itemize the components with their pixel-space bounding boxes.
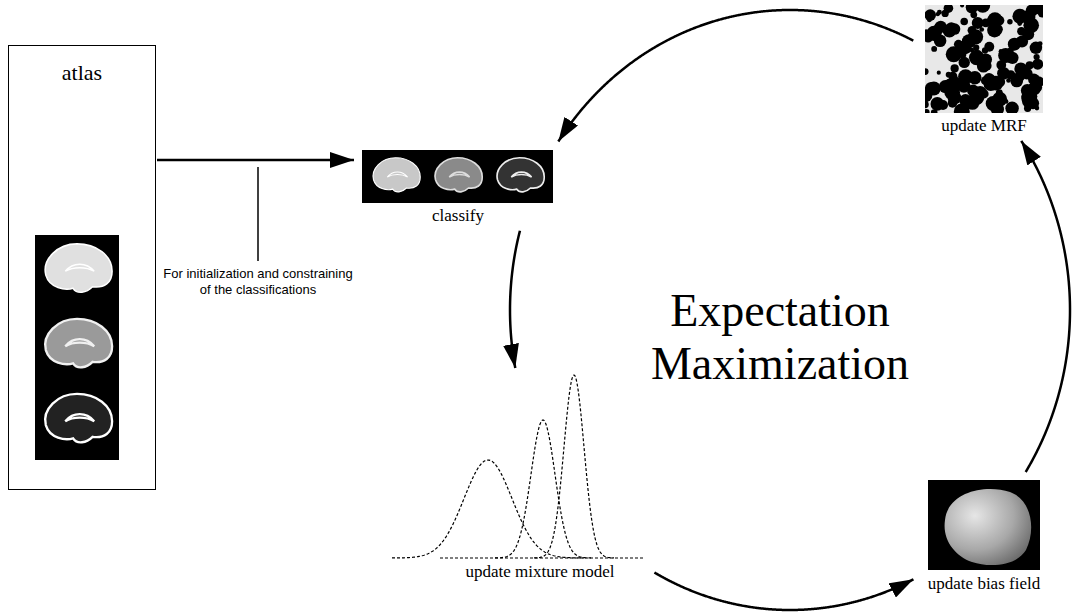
mrf-blob [972, 17, 984, 29]
mrf-blob [995, 77, 1005, 87]
node-caption: update mixture model [430, 562, 650, 582]
mrf-blob [1016, 35, 1028, 47]
mrf-blob [1007, 19, 1013, 25]
mrf-blob [948, 72, 957, 81]
gaussian-mixture [392, 375, 645, 558]
mrf-blob [960, 5, 964, 7]
mrf-blob [937, 10, 942, 15]
mrf-blob [949, 23, 960, 34]
cycle-arrow [558, 10, 913, 141]
mrf-blob [926, 26, 941, 41]
mrf-blob [996, 89, 1003, 96]
mrf-blob [991, 103, 1004, 113]
mrf-blob [959, 51, 967, 59]
white-matter-prior [45, 244, 112, 292]
gaussian-curve [392, 460, 584, 558]
mrf-blob [951, 64, 959, 72]
init-arrow [157, 159, 354, 162]
mrf-blob [966, 96, 980, 110]
mrf-blob [1038, 41, 1043, 46]
mrf-blob [1028, 20, 1035, 27]
mrf-blob [1017, 21, 1022, 26]
bias-step: update bias field [918, 476, 1050, 594]
mrf-blob [998, 16, 1003, 21]
node-caption: atlas [9, 60, 155, 86]
annotation-note: For initialization and constraining of t… [160, 266, 356, 299]
mrf-blob [964, 39, 970, 45]
node-caption: update bias field [918, 574, 1050, 594]
mrf-blob [930, 97, 944, 111]
gaussian-curve [495, 420, 591, 558]
image-ground [362, 150, 553, 203]
mrf-blob [1030, 42, 1042, 54]
mrf-image [918, 0, 1047, 119]
mrf-blob [1007, 57, 1011, 61]
center-title: Expectation Maximization [610, 285, 950, 391]
mrf-texture [925, 5, 1043, 113]
mrf-blob [1026, 5, 1038, 17]
mrf-blob [1006, 52, 1018, 64]
mrf-blob [999, 49, 1003, 53]
atlas-images [35, 235, 119, 460]
node-caption: classify [358, 206, 558, 226]
mrf-blob [979, 27, 984, 32]
mrf-blob [1038, 9, 1043, 18]
mrf-blob [987, 16, 995, 24]
mrf-step: update MRF [918, 2, 1050, 136]
mrf-blob [992, 24, 1003, 35]
mrf-blob [966, 5, 978, 13]
mrf-blob [974, 86, 987, 99]
image-ground [35, 235, 119, 460]
atlas-panel: atlas [8, 45, 156, 490]
mrf-blob [931, 46, 937, 52]
mrf-blob [960, 18, 968, 26]
cycle-arrow [1021, 141, 1070, 472]
mrf-blob [1005, 101, 1018, 113]
mrf-blob [987, 23, 1002, 38]
mrf-blob [925, 9, 936, 21]
cycle-arrow [654, 572, 913, 610]
node-caption: update MRF [918, 116, 1050, 136]
mrf-blob [925, 68, 929, 75]
class-map [373, 158, 420, 192]
mrf-blob [973, 45, 979, 51]
mrf-blob [1033, 76, 1043, 87]
mixture-step: update mixture model [430, 372, 650, 582]
baseline [440, 557, 645, 558]
mrf-blob [1029, 95, 1035, 101]
image-ground [925, 5, 1043, 113]
mrf-blob [948, 91, 962, 105]
mrf-blob [968, 71, 981, 84]
leader-line [257, 167, 259, 261]
gaussian-curve [534, 375, 614, 558]
classify-step: classify [358, 146, 558, 226]
class-map [435, 158, 482, 192]
mrf-blob [1035, 106, 1040, 111]
mrf-blob [939, 80, 952, 93]
bias-field-blob [945, 489, 1032, 565]
mrf-blob [937, 71, 941, 75]
classify-images [362, 150, 553, 203]
bias-image [928, 480, 1040, 570]
image-ground [928, 480, 1040, 570]
mrf-blob [984, 42, 994, 52]
mrf-blob [981, 76, 990, 85]
cycle-arrow [510, 231, 520, 368]
mrf-blob [969, 50, 984, 65]
mrf-blob [1024, 105, 1031, 112]
mrf-blob [1006, 70, 1015, 79]
mrf-blob [1032, 59, 1043, 70]
mrf-blob [993, 14, 998, 19]
mrf-blob [944, 5, 954, 13]
mrf-blob [926, 84, 934, 92]
mrf-blob [1014, 62, 1027, 75]
mrf-blob [925, 109, 930, 113]
grey-matter-prior [45, 319, 112, 367]
csf-prior [45, 394, 112, 442]
class-map [497, 158, 544, 192]
